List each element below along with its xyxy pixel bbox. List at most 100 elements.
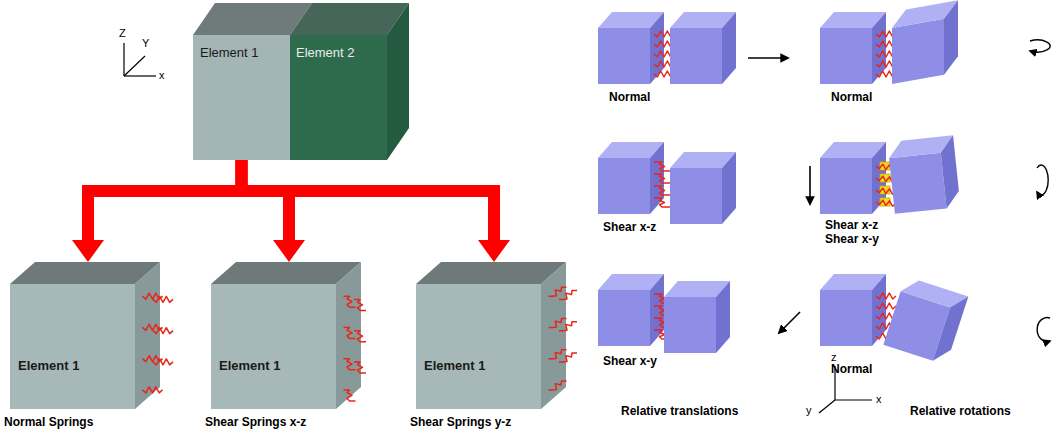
motion-label: Normal xyxy=(831,362,872,376)
cube-front xyxy=(598,28,650,84)
cube-front xyxy=(211,284,336,409)
element-label: Element 1 xyxy=(219,358,280,374)
cube-drawing xyxy=(410,262,585,432)
cube-side xyxy=(939,135,960,208)
spring-symbol xyxy=(344,327,356,338)
axis-label: x xyxy=(876,392,882,406)
motion-arrow xyxy=(748,57,788,59)
spring-caption: Normal Springs xyxy=(4,414,93,430)
motion-arrow xyxy=(779,312,800,333)
spring-symbol xyxy=(559,353,577,362)
motion-label: Relative rotations xyxy=(910,404,1011,418)
moved-cube xyxy=(670,12,736,84)
spring-symbol xyxy=(344,296,356,307)
spring-symbol xyxy=(876,200,896,206)
spring-cube: Element 1 Shear Springs x-z xyxy=(205,262,380,432)
rotation-arrow xyxy=(1037,318,1050,342)
spring-symbol xyxy=(143,387,163,393)
spring-symbol xyxy=(549,381,567,390)
cube-side xyxy=(716,281,730,353)
cube-pair xyxy=(820,274,968,365)
axis-symbol xyxy=(124,43,156,76)
element-label: Element 1 xyxy=(200,45,259,61)
axis-label: Z xyxy=(119,26,126,40)
cube-front xyxy=(670,168,722,224)
spring-caption: Shear Springs y-z xyxy=(410,414,511,430)
axis-line xyxy=(124,56,145,76)
cube-front xyxy=(10,284,135,409)
spring-cube: Element 1 Normal Springs xyxy=(4,262,179,432)
cube-pair xyxy=(820,0,958,84)
spring-symbol xyxy=(344,359,356,370)
moved-cube xyxy=(887,135,960,214)
cube-drawing xyxy=(205,262,380,432)
rotation-arrow xyxy=(1030,40,1050,52)
cube-top xyxy=(416,262,566,284)
axis-line xyxy=(123,43,124,76)
cube-front xyxy=(416,284,541,409)
moved-cube xyxy=(664,281,730,353)
cube-pair xyxy=(598,274,730,353)
cube-front xyxy=(820,28,872,84)
spring-symbol xyxy=(354,331,366,342)
spring-symbol xyxy=(354,299,366,310)
motion-label: Shear x-y xyxy=(603,354,657,368)
spring-symbol xyxy=(344,390,356,401)
element-face: Element 2 xyxy=(290,35,387,160)
cube-drawing xyxy=(4,262,179,432)
cube-side xyxy=(722,12,736,84)
spring-symbol xyxy=(153,328,173,334)
motion-arrow xyxy=(809,166,811,204)
spring-symbol xyxy=(876,293,896,299)
axis-line xyxy=(819,400,835,413)
cube-front xyxy=(820,290,872,346)
cube-side xyxy=(722,152,736,224)
cube-front xyxy=(598,290,650,346)
spring-symbol xyxy=(153,359,173,365)
cube-side xyxy=(933,292,969,365)
spring-symbol xyxy=(549,287,567,296)
spring-symbol xyxy=(549,318,567,327)
axis-label: Y xyxy=(142,36,149,50)
moved-cube xyxy=(670,152,736,224)
spring-symbol xyxy=(559,322,577,331)
spring-symbol xyxy=(559,290,577,299)
motion-label: Normal xyxy=(831,90,872,104)
element-face: Element 1 xyxy=(193,35,290,160)
spring-split-arrow xyxy=(242,160,290,240)
moved-cube xyxy=(892,0,958,84)
element-label: Element 1 xyxy=(18,358,79,374)
cube-front xyxy=(664,297,716,353)
cube-front xyxy=(670,28,722,84)
motion-label: Normal xyxy=(609,90,650,104)
cube-front xyxy=(598,158,650,214)
cube-top xyxy=(211,262,361,284)
spring-caption: Shear Springs x-z xyxy=(205,414,306,430)
spring-symbol xyxy=(354,362,366,373)
rotation-arrow xyxy=(1037,165,1048,195)
cube-side xyxy=(944,0,958,74)
motion-label: Shear x-z xyxy=(603,220,656,234)
moved-cube xyxy=(883,276,968,365)
element-side-face xyxy=(387,3,409,160)
cube-front xyxy=(820,158,872,214)
spring-split-arrow xyxy=(88,160,242,240)
cube-front xyxy=(889,153,947,214)
axis-label: z xyxy=(831,350,837,364)
motion-label: Relative translations xyxy=(621,404,738,418)
cube-top xyxy=(10,262,160,284)
axis-label: y xyxy=(806,403,812,417)
cube-front xyxy=(892,19,944,84)
spring-split-arrow xyxy=(242,160,495,240)
cube-side xyxy=(541,262,566,409)
axis-line xyxy=(124,75,156,76)
spring-symbol xyxy=(549,350,567,359)
cube-side xyxy=(336,262,361,409)
motion-label: Shear x-y xyxy=(825,232,879,246)
spring-symbol xyxy=(153,296,173,302)
motion-label: Shear x-z xyxy=(825,218,878,232)
axis-label: x xyxy=(159,68,165,82)
element-label: Element 1 xyxy=(424,358,485,374)
